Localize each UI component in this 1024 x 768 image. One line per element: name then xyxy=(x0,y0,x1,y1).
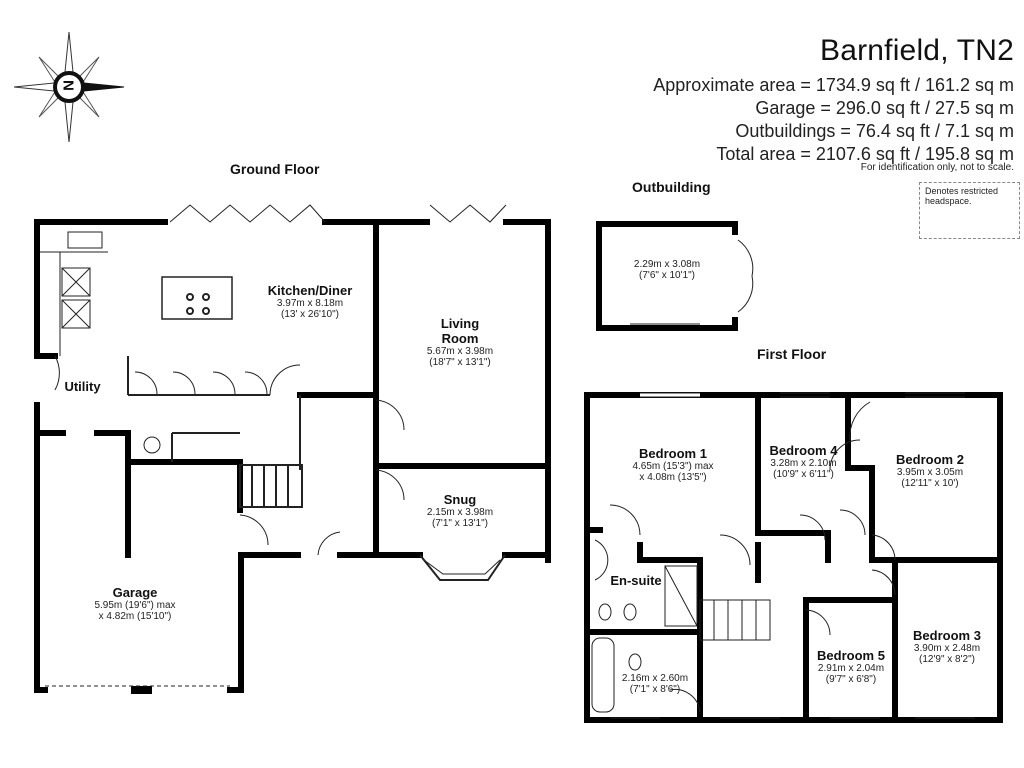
room-snug: Snug 2.15m x 3.98m (7'1" x 13'1") xyxy=(405,492,515,529)
room-dims: 3.97m x 8.18m xyxy=(276,298,344,309)
room-outbuilding: 2.29m x 3.08m (7'6" x 10'1") xyxy=(617,259,717,281)
room-dims: 2.29m x 3.08m xyxy=(633,259,701,270)
room-kitchen-diner: Kitchen/Diner 3.97m x 8.18m (13' x 26'10… xyxy=(255,283,365,320)
room-imperial: (7'6" x 10'1") xyxy=(639,270,695,281)
room-imperial: x 4.82m (15'10") xyxy=(98,611,172,622)
area-summary: Approximate area = 1734.9 sq ft / 161.2 … xyxy=(653,74,1014,166)
room-en-suite: En-suite xyxy=(604,573,668,588)
room-name: Bedroom 2 xyxy=(896,452,964,467)
room-living-room: Living Room 5.67m x 3.98m (18'7" x 13'1"… xyxy=(405,316,515,368)
room-name: Bedroom 5 xyxy=(817,648,885,663)
compass-north-letter: N xyxy=(60,80,78,91)
room-dims: 2.15m x 3.98m xyxy=(426,507,494,518)
ground-floor-walls xyxy=(34,219,551,694)
room-bedroom-2: Bedroom 2 3.95m x 3.05m (12'11" x 10') xyxy=(880,452,980,489)
room-dims: 2.16m x 2.60m xyxy=(621,673,689,684)
room-garage: Garage 5.95m (19'6") max x 4.82m (15'10"… xyxy=(75,585,195,622)
room-name-line2: Room xyxy=(441,331,479,346)
ground-floor-details xyxy=(40,204,507,687)
room-imperial: (13' x 26'10") xyxy=(281,309,339,320)
first-floor-details xyxy=(591,392,975,719)
identification-note: For identification only, not to scale. xyxy=(860,162,1014,173)
room-bedroom-3: Bedroom 3 3.90m x 2.48m (12'9" x 8'2") xyxy=(897,628,997,665)
legend-text: Denotes restricted headspace. xyxy=(925,186,999,206)
room-name: En-suite xyxy=(610,573,662,588)
compass-rose xyxy=(13,31,125,143)
room-utility: Utility xyxy=(55,379,110,394)
room-dims: 3.95m x 3.05m xyxy=(896,467,964,478)
room-name: Utility xyxy=(64,379,101,394)
room-dims: 5.95m (19'6") max xyxy=(94,600,176,611)
room-dims: 2.91m x 2.04m xyxy=(817,663,885,674)
outbuilding-walls xyxy=(596,221,738,331)
room-imperial: (12'11" x 10') xyxy=(901,478,959,489)
room-name: Bedroom 4 xyxy=(769,443,838,458)
room-name: Bedroom 3 xyxy=(913,628,981,643)
room-imperial: (9'7" x 6'8") xyxy=(825,674,877,685)
room-name: Living xyxy=(440,316,480,331)
property-title: Barnfield, TN2 xyxy=(819,34,1014,67)
first-floor-label: First Floor xyxy=(757,346,827,362)
room-name: Kitchen/Diner xyxy=(267,283,353,298)
garage-area: Garage = 296.0 sq ft / 27.5 sq m xyxy=(755,98,1014,118)
approximate-area: Approximate area = 1734.9 sq ft / 161.2 … xyxy=(653,75,1014,95)
outbuilding-label: Outbuilding xyxy=(632,179,711,195)
room-imperial: (7'1" x 13'1") xyxy=(432,518,488,529)
room-imperial: (7'1" x 8'6") xyxy=(629,684,681,695)
room-dims: 4.65m (15'3") max xyxy=(632,461,714,472)
room-imperial: (12'9" x 8'2") xyxy=(919,654,975,665)
room-dims: 5.67m x 3.98m xyxy=(426,346,494,357)
room-bedroom-1: Bedroom 1 4.65m (15'3") max x 4.08m (13'… xyxy=(618,446,728,483)
room-imperial: (18'7" x 13'1") xyxy=(429,357,491,368)
ground-floor-label: Ground Floor xyxy=(230,161,320,177)
room-bedroom-4: Bedroom 4 3.28m x 2.10m (10'9" x 6'11") xyxy=(756,443,851,480)
total-area: Total area = 2107.6 sq ft / 195.8 sq m xyxy=(716,144,1014,164)
outbuildings-area: Outbuildings = 76.4 sq ft / 7.1 sq m xyxy=(735,121,1014,141)
room-imperial: x 4.08m (13'5") xyxy=(639,472,707,483)
room-dims: 3.28m x 2.10m xyxy=(770,458,837,469)
restricted-headspace-legend xyxy=(919,182,1020,239)
room-bedroom-5: Bedroom 5 2.91m x 2.04m (9'7" x 6'8") xyxy=(805,648,897,685)
room-name: Snug xyxy=(443,492,477,507)
room-bathroom: 2.16m x 2.60m (7'1" x 8'6") xyxy=(612,673,698,695)
room-name: Garage xyxy=(112,585,158,600)
room-name: Bedroom 1 xyxy=(639,446,707,461)
room-dims: 3.90m x 2.48m xyxy=(913,643,981,654)
room-imperial: (10'9" x 6'11") xyxy=(773,469,834,480)
outbuilding-doors xyxy=(630,239,754,325)
